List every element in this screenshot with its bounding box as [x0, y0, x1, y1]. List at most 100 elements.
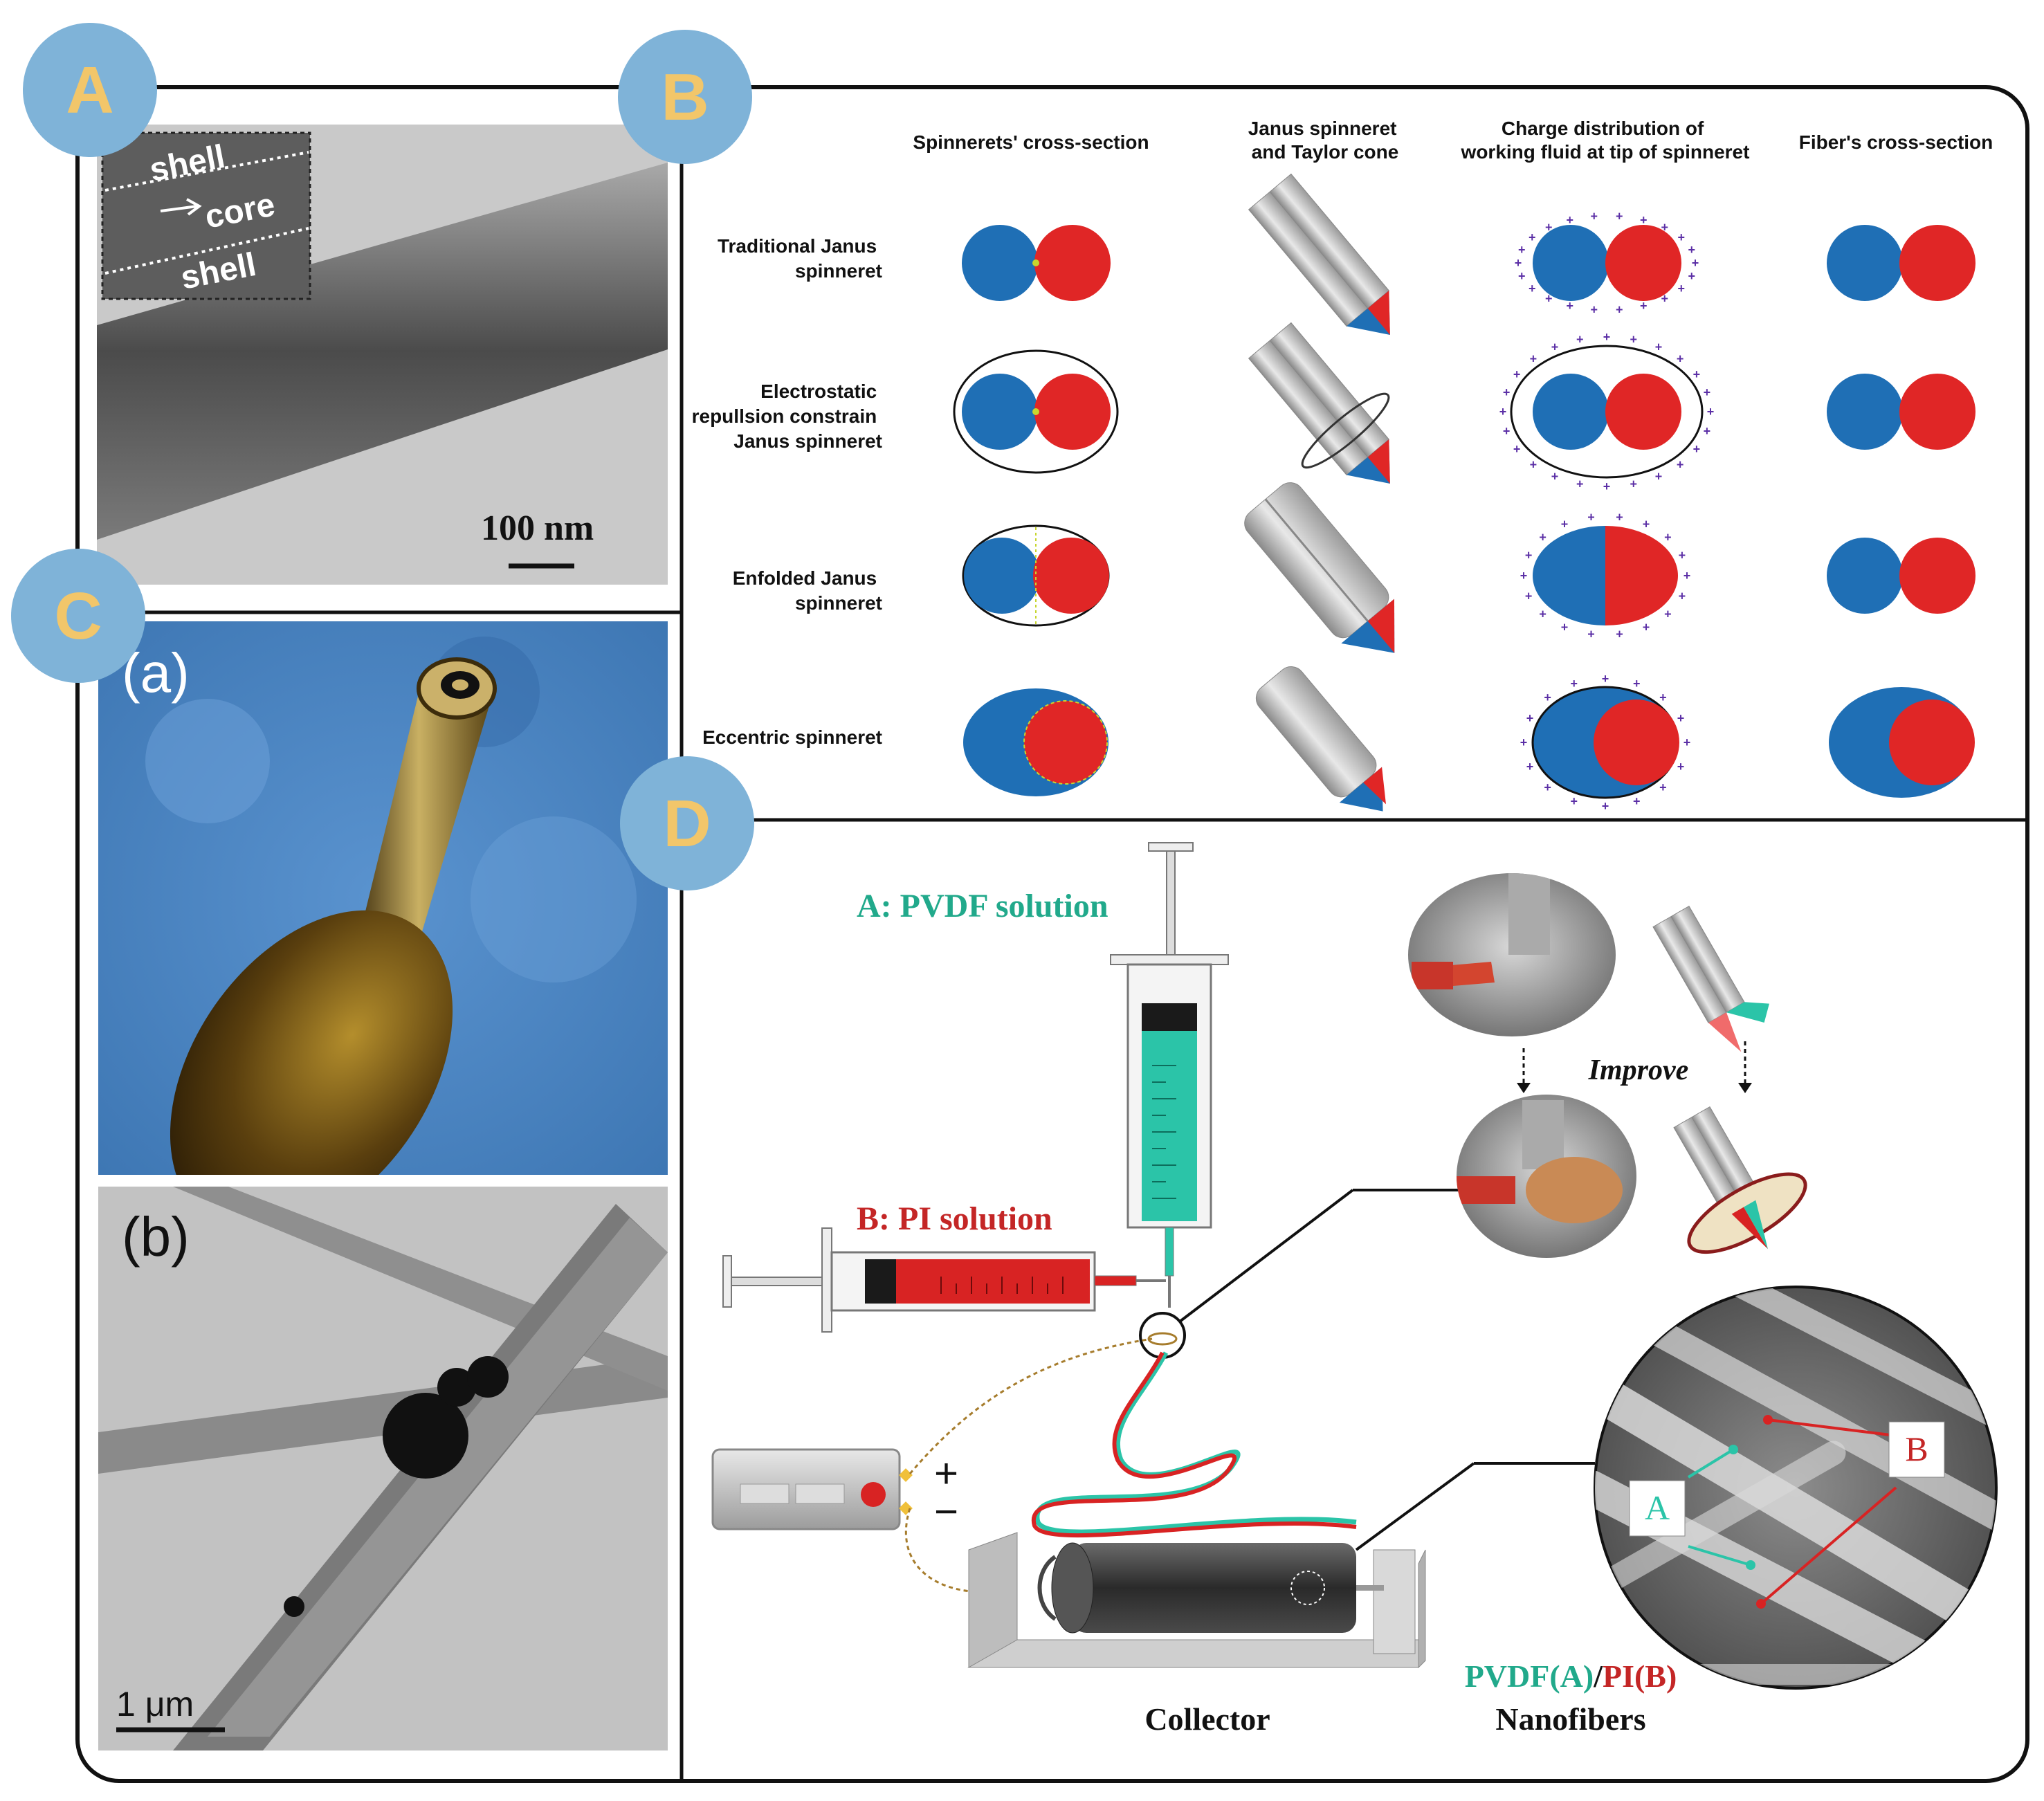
- charge-marker: +: [1545, 221, 1553, 235]
- charge-marker: +: [1587, 628, 1595, 641]
- charge-marker: +: [1679, 589, 1686, 603]
- charge-marker: +: [1567, 299, 1574, 313]
- photo-texture: [145, 699, 270, 823]
- fiber-label-a: A: [1645, 1488, 1670, 1527]
- charge-marker: +: [1518, 243, 1526, 257]
- badge-b-letter: B: [661, 60, 709, 134]
- charge-marker: +: [1587, 510, 1595, 524]
- charge-marker: +: [1576, 477, 1584, 491]
- charge-marker: +: [1659, 691, 1667, 704]
- charge-marker: +: [1520, 569, 1528, 583]
- charge-marker: +: [1545, 291, 1553, 305]
- jet-teal: [1034, 1351, 1357, 1535]
- tem-particle-medium: [437, 1368, 476, 1407]
- charge-marker: +: [1530, 352, 1537, 366]
- charge-marker: +: [1525, 549, 1533, 563]
- inset-box: [101, 131, 311, 300]
- badge-c-letter: C: [54, 579, 102, 653]
- row2-charge-distribution: [1510, 345, 1704, 479]
- col-header-2: Janus spinneret and Taylor cone: [1248, 118, 1403, 163]
- row1-cross-section: [962, 225, 1111, 301]
- product-label-a: PVDF(A): [1465, 1658, 1594, 1694]
- charge-marker: +: [1591, 210, 1598, 223]
- charge-marker: +: [1513, 442, 1521, 456]
- row-label-3-line1: Enfolded Janus: [733, 567, 877, 589]
- row2-fiber-cross-section: [1827, 374, 1975, 450]
- badge-c: C: [11, 549, 145, 683]
- charge-marker: +: [1630, 477, 1638, 491]
- charge-marker: +: [1602, 799, 1609, 813]
- charge-marker: +: [1677, 760, 1685, 774]
- needle-tube: [360, 685, 491, 955]
- wire-positive: [909, 1337, 1153, 1474]
- panel-b: Spinnerets' cross-section Janus spinnere…: [692, 118, 1993, 813]
- col-header-3-line1: Charge distribution of: [1502, 118, 1704, 139]
- charge-marker: +: [1561, 518, 1569, 531]
- row-label-1-line2: spinneret: [795, 260, 882, 282]
- charge-marker: +: [1551, 470, 1559, 484]
- badge-d-letter: D: [663, 787, 711, 861]
- charge-marker: +: [1683, 569, 1691, 583]
- charge-marker: +: [1616, 302, 1623, 316]
- callout-line-nozzle: [1178, 1189, 1354, 1323]
- nozzle-highlight: [1139, 1312, 1186, 1359]
- row-label-1-line1: Traditional Janus: [718, 235, 877, 257]
- charge-marker: +: [1526, 760, 1534, 774]
- sublabel-b: (b): [122, 1206, 190, 1268]
- row2-cross-section: [953, 349, 1119, 474]
- scalebar-label-c: 1 μm: [116, 1685, 194, 1724]
- tem-particle-large: [383, 1393, 468, 1479]
- charge-marker: +: [1640, 299, 1648, 313]
- needle-hole-inner: [452, 679, 468, 691]
- charge-marker: +: [1571, 677, 1578, 691]
- row4-fiber-cross-section: [1829, 687, 1975, 798]
- figure-frame: [75, 85, 2029, 1783]
- charge-marker: +: [1544, 691, 1551, 704]
- charge-marker: +: [1633, 677, 1641, 691]
- photo-texture: [471, 816, 637, 982]
- charge-marker: +: [1591, 302, 1598, 316]
- syringe-b-label: B: PI solution: [857, 1200, 1052, 1237]
- col-header-3: Charge distribution of working fluid at …: [1461, 118, 1750, 163]
- improve-label: Improve: [1588, 1054, 1689, 1086]
- plus-label: +: [934, 1450, 958, 1497]
- needle-bulb: [170, 910, 453, 1175]
- minus-label: −: [934, 1488, 958, 1535]
- charge-marker: +: [1520, 735, 1528, 749]
- charge-marker: +: [1707, 405, 1715, 419]
- row4-cross-section: [963, 688, 1108, 796]
- col-header-2-line1: Janus spinneret: [1248, 118, 1397, 139]
- charge-marker: +: [1539, 607, 1546, 621]
- charge-marker: +: [1643, 621, 1650, 634]
- charge-marker: +: [1661, 291, 1669, 305]
- charge-marker: +: [1603, 330, 1611, 344]
- charge-marker: +: [1539, 531, 1546, 545]
- charge-marker: +: [1688, 269, 1696, 283]
- charge-marker: +: [1529, 230, 1536, 244]
- charge-markers: + + + + + + + + + + + + + + + + + + + + + + + + + + + + + + + + + + + + + + + +…: [1499, 210, 1715, 813]
- col-header-3-line2: working fluid at tip of spinneret: [1461, 141, 1750, 163]
- charge-marker: +: [1630, 333, 1638, 347]
- charge-marker: +: [1616, 510, 1623, 524]
- charge-marker: +: [1544, 780, 1551, 794]
- charge-marker: +: [1664, 531, 1672, 545]
- tem-fiber: [97, 163, 668, 540]
- charge-marker: +: [1693, 442, 1701, 456]
- product-suffix: Nanofibers: [1495, 1701, 1645, 1737]
- charge-marker: +: [1515, 256, 1522, 270]
- row-label-3: Enfolded Janus spinneret: [733, 567, 882, 614]
- charge-marker: +: [1677, 230, 1685, 244]
- collector-label: Collector: [1144, 1701, 1270, 1737]
- badge-a: A: [23, 23, 157, 157]
- row-label-2-line3: Janus spinneret: [733, 430, 882, 452]
- charge-marker: +: [1616, 628, 1623, 641]
- charge-marker: +: [1525, 589, 1533, 603]
- power-supply: [711, 1448, 913, 1530]
- fiber-label-b: B: [1905, 1429, 1928, 1468]
- row-label-4: Eccentric spinneret: [702, 726, 882, 748]
- row1-charge-distribution: [1533, 225, 1681, 301]
- charge-marker: +: [1664, 607, 1672, 621]
- product-label-b: PI(B): [1603, 1658, 1677, 1694]
- charge-marker: +: [1655, 340, 1663, 354]
